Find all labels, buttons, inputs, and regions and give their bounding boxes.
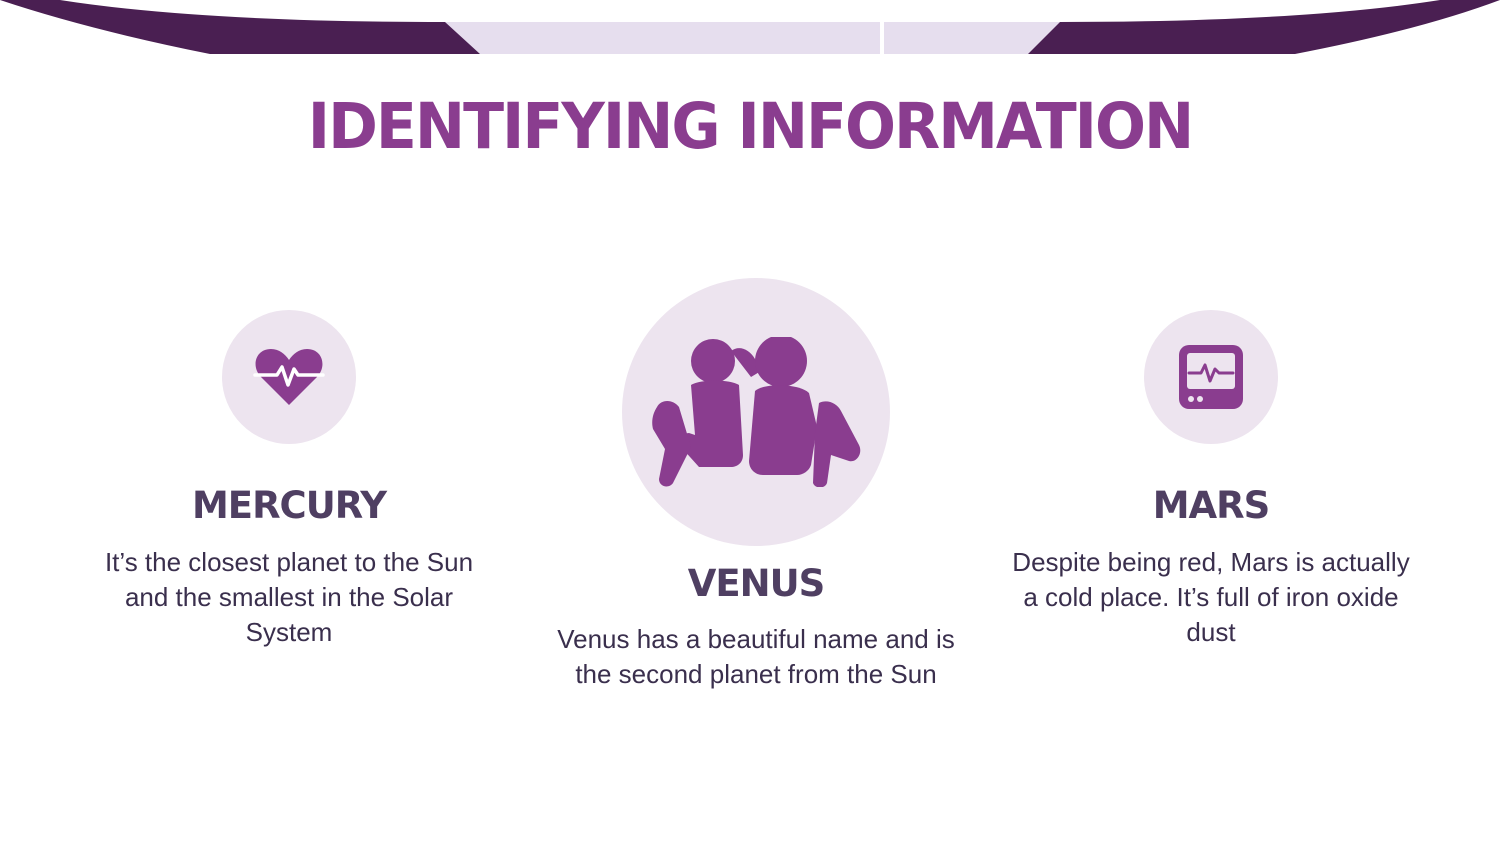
mars-name: MARS [1152, 484, 1271, 527]
top-decoration [0, 0, 1500, 54]
top-band-left-light [440, 22, 880, 54]
top-band-left-dark [0, 0, 480, 54]
top-band-right-dark [1028, 0, 1500, 54]
mercury-description: It’s the closest planet to the Sun and t… [104, 547, 474, 647]
page-title: IDENTIFYING INFORMATION [307, 90, 1194, 164]
mars-description: Despite being red, Mars is actually a co… [1012, 547, 1410, 647]
venus-name: VENUS [687, 562, 826, 605]
top-band-right-light [884, 22, 1060, 54]
mars-icon-circle [1144, 310, 1278, 444]
heart-monitor-icon [1179, 345, 1243, 409]
mercury-name: MERCURY [191, 484, 387, 527]
venus-icon-circle [622, 278, 890, 546]
mercury-icon-circle [222, 310, 356, 444]
two-people-sitting-icon [652, 337, 861, 487]
venus-description: Venus has a beautiful name and is the se… [557, 624, 955, 689]
heart-pulse-icon [253, 349, 325, 405]
